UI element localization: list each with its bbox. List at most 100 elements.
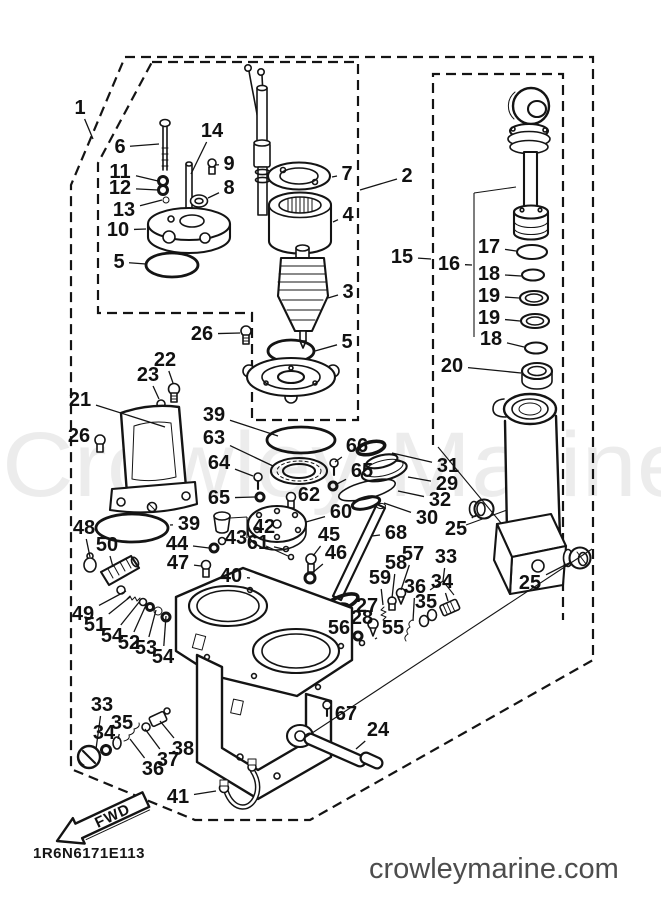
drawing-code: 1R6N6171E113 (33, 845, 145, 862)
callout-57: 57 (402, 543, 424, 565)
leader-line (391, 452, 433, 463)
callout-25: 25 (445, 518, 467, 540)
leader-line (217, 332, 241, 335)
callout-33: 33 (435, 546, 457, 568)
washer-46 (303, 571, 317, 585)
callout-11: 11 (109, 161, 130, 183)
washer-12 (157, 184, 169, 196)
callout-2: 2 (401, 165, 412, 187)
leader-line (95, 715, 102, 750)
callout-3: 3 (342, 281, 353, 303)
motor-base-10 (146, 206, 232, 255)
screw-9 (207, 158, 217, 175)
leader-line (331, 175, 338, 178)
nut-44 (208, 542, 220, 554)
site-footer: crowleymarine.com (369, 853, 619, 885)
bolt-45 (305, 553, 317, 573)
callout-6: 6 (114, 136, 125, 158)
leader-line (471, 514, 477, 519)
callout-7: 7 (341, 163, 352, 185)
callout-43: 43 (225, 527, 247, 549)
plug-34r (439, 598, 461, 617)
callout-32: 32 (429, 489, 451, 511)
o-ring-5a (144, 251, 200, 279)
leader-line (163, 615, 167, 647)
line-layer (229, 186, 593, 740)
leader-line (327, 294, 339, 299)
assembly-line (265, 545, 289, 557)
callout-14: 14 (201, 120, 224, 142)
leader-line (355, 740, 366, 750)
callout-5: 5 (341, 331, 352, 353)
screw-67 (322, 700, 332, 718)
callout-26: 26 (68, 425, 90, 447)
callout-19: 19 (478, 285, 500, 307)
callout-59: 59 (369, 567, 391, 589)
o-ring-39a (265, 425, 337, 455)
leader-line (467, 366, 522, 374)
leader-line (504, 296, 520, 299)
callout-4: 4 (342, 204, 354, 226)
leader-line (128, 262, 147, 265)
callout-58: 58 (385, 552, 407, 574)
callout-8: 8 (223, 177, 234, 199)
leader-line (444, 592, 449, 602)
assembly-line (465, 509, 508, 526)
callout-53: 53 (135, 637, 157, 659)
valve-set-right-55-59 (352, 587, 407, 647)
assembly-line (302, 548, 593, 740)
leader-line (397, 490, 425, 498)
callout-65: 65 (351, 460, 373, 482)
callout-47: 47 (167, 552, 189, 574)
leader-line (192, 545, 210, 549)
leader-line (190, 141, 208, 175)
nut-65a (254, 491, 266, 503)
callout-23: 23 (137, 364, 159, 386)
o-rings-35r (418, 608, 438, 628)
leader-line (417, 257, 432, 260)
callout-56: 56 (328, 617, 350, 639)
leader-line (229, 445, 274, 467)
filter-42 (213, 511, 231, 534)
spring-36r (404, 619, 413, 642)
leader-line (359, 178, 398, 191)
leader-line (120, 600, 141, 626)
leader-line (144, 728, 161, 750)
callout-18: 18 (478, 263, 500, 285)
callout-38: 38 (172, 738, 194, 760)
leader-line (334, 456, 343, 463)
callout-39: 39 (203, 404, 225, 426)
callout-34: 34 (431, 571, 454, 593)
leader-line (109, 555, 114, 568)
leader-line (135, 175, 159, 182)
callout-62: 62 (298, 484, 320, 506)
leader-line (310, 563, 324, 575)
hose-41 (218, 758, 261, 810)
callout-35: 35 (415, 591, 437, 613)
callout-29: 29 (436, 473, 458, 495)
callout-42: 42 (253, 516, 275, 538)
screw-25a (468, 498, 495, 520)
callout-22: 22 (154, 349, 176, 371)
callout-1: 1 (74, 97, 85, 119)
leader-line (504, 318, 521, 322)
callout-46: 46 (325, 542, 347, 564)
oil-seal-63 (269, 456, 329, 486)
leader-line (234, 496, 256, 499)
callout-52: 52 (118, 632, 140, 654)
leader-line (159, 720, 175, 739)
assembly-line (229, 516, 248, 519)
callout-51: 51 (84, 614, 106, 636)
leader-line (506, 342, 525, 348)
assembly-line (437, 446, 502, 524)
callout-61: 61 (247, 532, 269, 554)
leader-line (332, 219, 339, 223)
leader-line (504, 274, 522, 277)
through-bolt-6 (159, 118, 171, 171)
callout-41: 41 (167, 786, 189, 808)
callout-54: 54 (101, 625, 124, 647)
callout-36: 36 (404, 576, 426, 598)
leader-line (85, 538, 91, 558)
callout-55: 55 (382, 617, 404, 639)
